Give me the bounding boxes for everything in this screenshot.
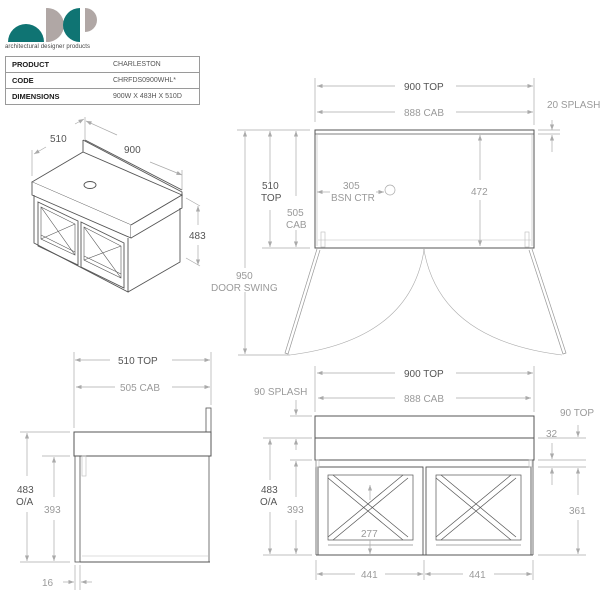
logo-d-right <box>63 8 80 42</box>
front-right-door-width-label: 441 <box>469 570 486 581</box>
front-panel-height-label: 277 <box>361 529 378 540</box>
plan-top-depth-label: TOP <box>261 193 282 204</box>
side-overall-label: O/A <box>16 497 34 508</box>
door-swing-label: DOOR SWING <box>211 283 278 294</box>
front-dimensions <box>263 366 586 580</box>
front-cab-height-label: 393 <box>287 505 304 516</box>
logo-p-shape <box>85 8 97 32</box>
front-view <box>314 415 535 556</box>
front-splash-label: 90 SPLASH <box>254 387 307 398</box>
front-overall-num: 483 <box>261 485 278 496</box>
plan-cab-depth-label: CAB <box>286 220 307 231</box>
front-top-thickness-label: 90 TOP <box>560 408 594 419</box>
door-thickness-label: 16 <box>42 578 54 589</box>
spec-label: PRODUCT <box>5 56 107 73</box>
iso-depth-label: 510 <box>50 134 67 145</box>
basin-center-num: 305 <box>343 181 360 192</box>
plan-cab-depth-num: 505 <box>287 208 304 219</box>
side-cab-height-label: 393 <box>44 505 61 516</box>
front-gap-label: 32 <box>546 429 558 440</box>
iso-dimensions <box>31 117 201 267</box>
brand-caption: architectural designer products <box>5 44 91 50</box>
spec-label: DIMENSIONS <box>5 88 107 105</box>
table-row: PRODUCT CHARLESTON <box>5 56 200 73</box>
side-dimensions <box>20 352 212 590</box>
front-overall-label: O/A <box>260 497 278 508</box>
front-cab-width-label: 888 CAB <box>404 394 444 405</box>
spec-value: CHARLESTON <box>107 56 200 73</box>
side-cab-depth-label: 505 CAB <box>120 383 160 394</box>
table-row: DIMENSIONS 900W X 483H X 510D <box>5 88 200 105</box>
spec-label: CODE <box>5 72 107 89</box>
side-view <box>73 407 212 563</box>
basin-center-label: BSN CTR <box>331 193 375 204</box>
plan-splash-label: 20 SPLASH <box>547 100 600 111</box>
plan-top-depth-num: 510 <box>262 181 279 192</box>
table-row: CODE CHRFDS0900WHL* <box>5 72 200 89</box>
adp-logo <box>8 8 97 42</box>
isometric-view <box>31 139 183 293</box>
door-swing-num: 950 <box>236 271 253 282</box>
iso-height-label: 483 <box>189 231 206 242</box>
side-top-depth-label: 510 TOP <box>118 356 158 367</box>
spec-table: PRODUCT CHARLESTON CODE CHRFDS0900WHL* D… <box>5 56 200 105</box>
front-top-width-label: 900 TOP <box>404 369 444 380</box>
front-left-door-width-label: 441 <box>361 570 378 581</box>
iso-width-label: 900 <box>124 145 141 156</box>
side-overall-num: 483 <box>17 485 34 496</box>
plan-inner-depth-label: 472 <box>471 187 488 198</box>
plan-view <box>284 129 567 356</box>
plan-cab-width-label: 888 CAB <box>404 108 444 119</box>
front-door-height-label: 361 <box>569 506 586 517</box>
logo-a-shape <box>8 24 44 42</box>
plan-dimensions <box>237 78 560 356</box>
spec-value: CHRFDS0900WHL* <box>107 72 200 89</box>
spec-value: 900W X 483H X 510D <box>107 88 200 105</box>
plan-top-width-label: 900 TOP <box>404 82 444 93</box>
